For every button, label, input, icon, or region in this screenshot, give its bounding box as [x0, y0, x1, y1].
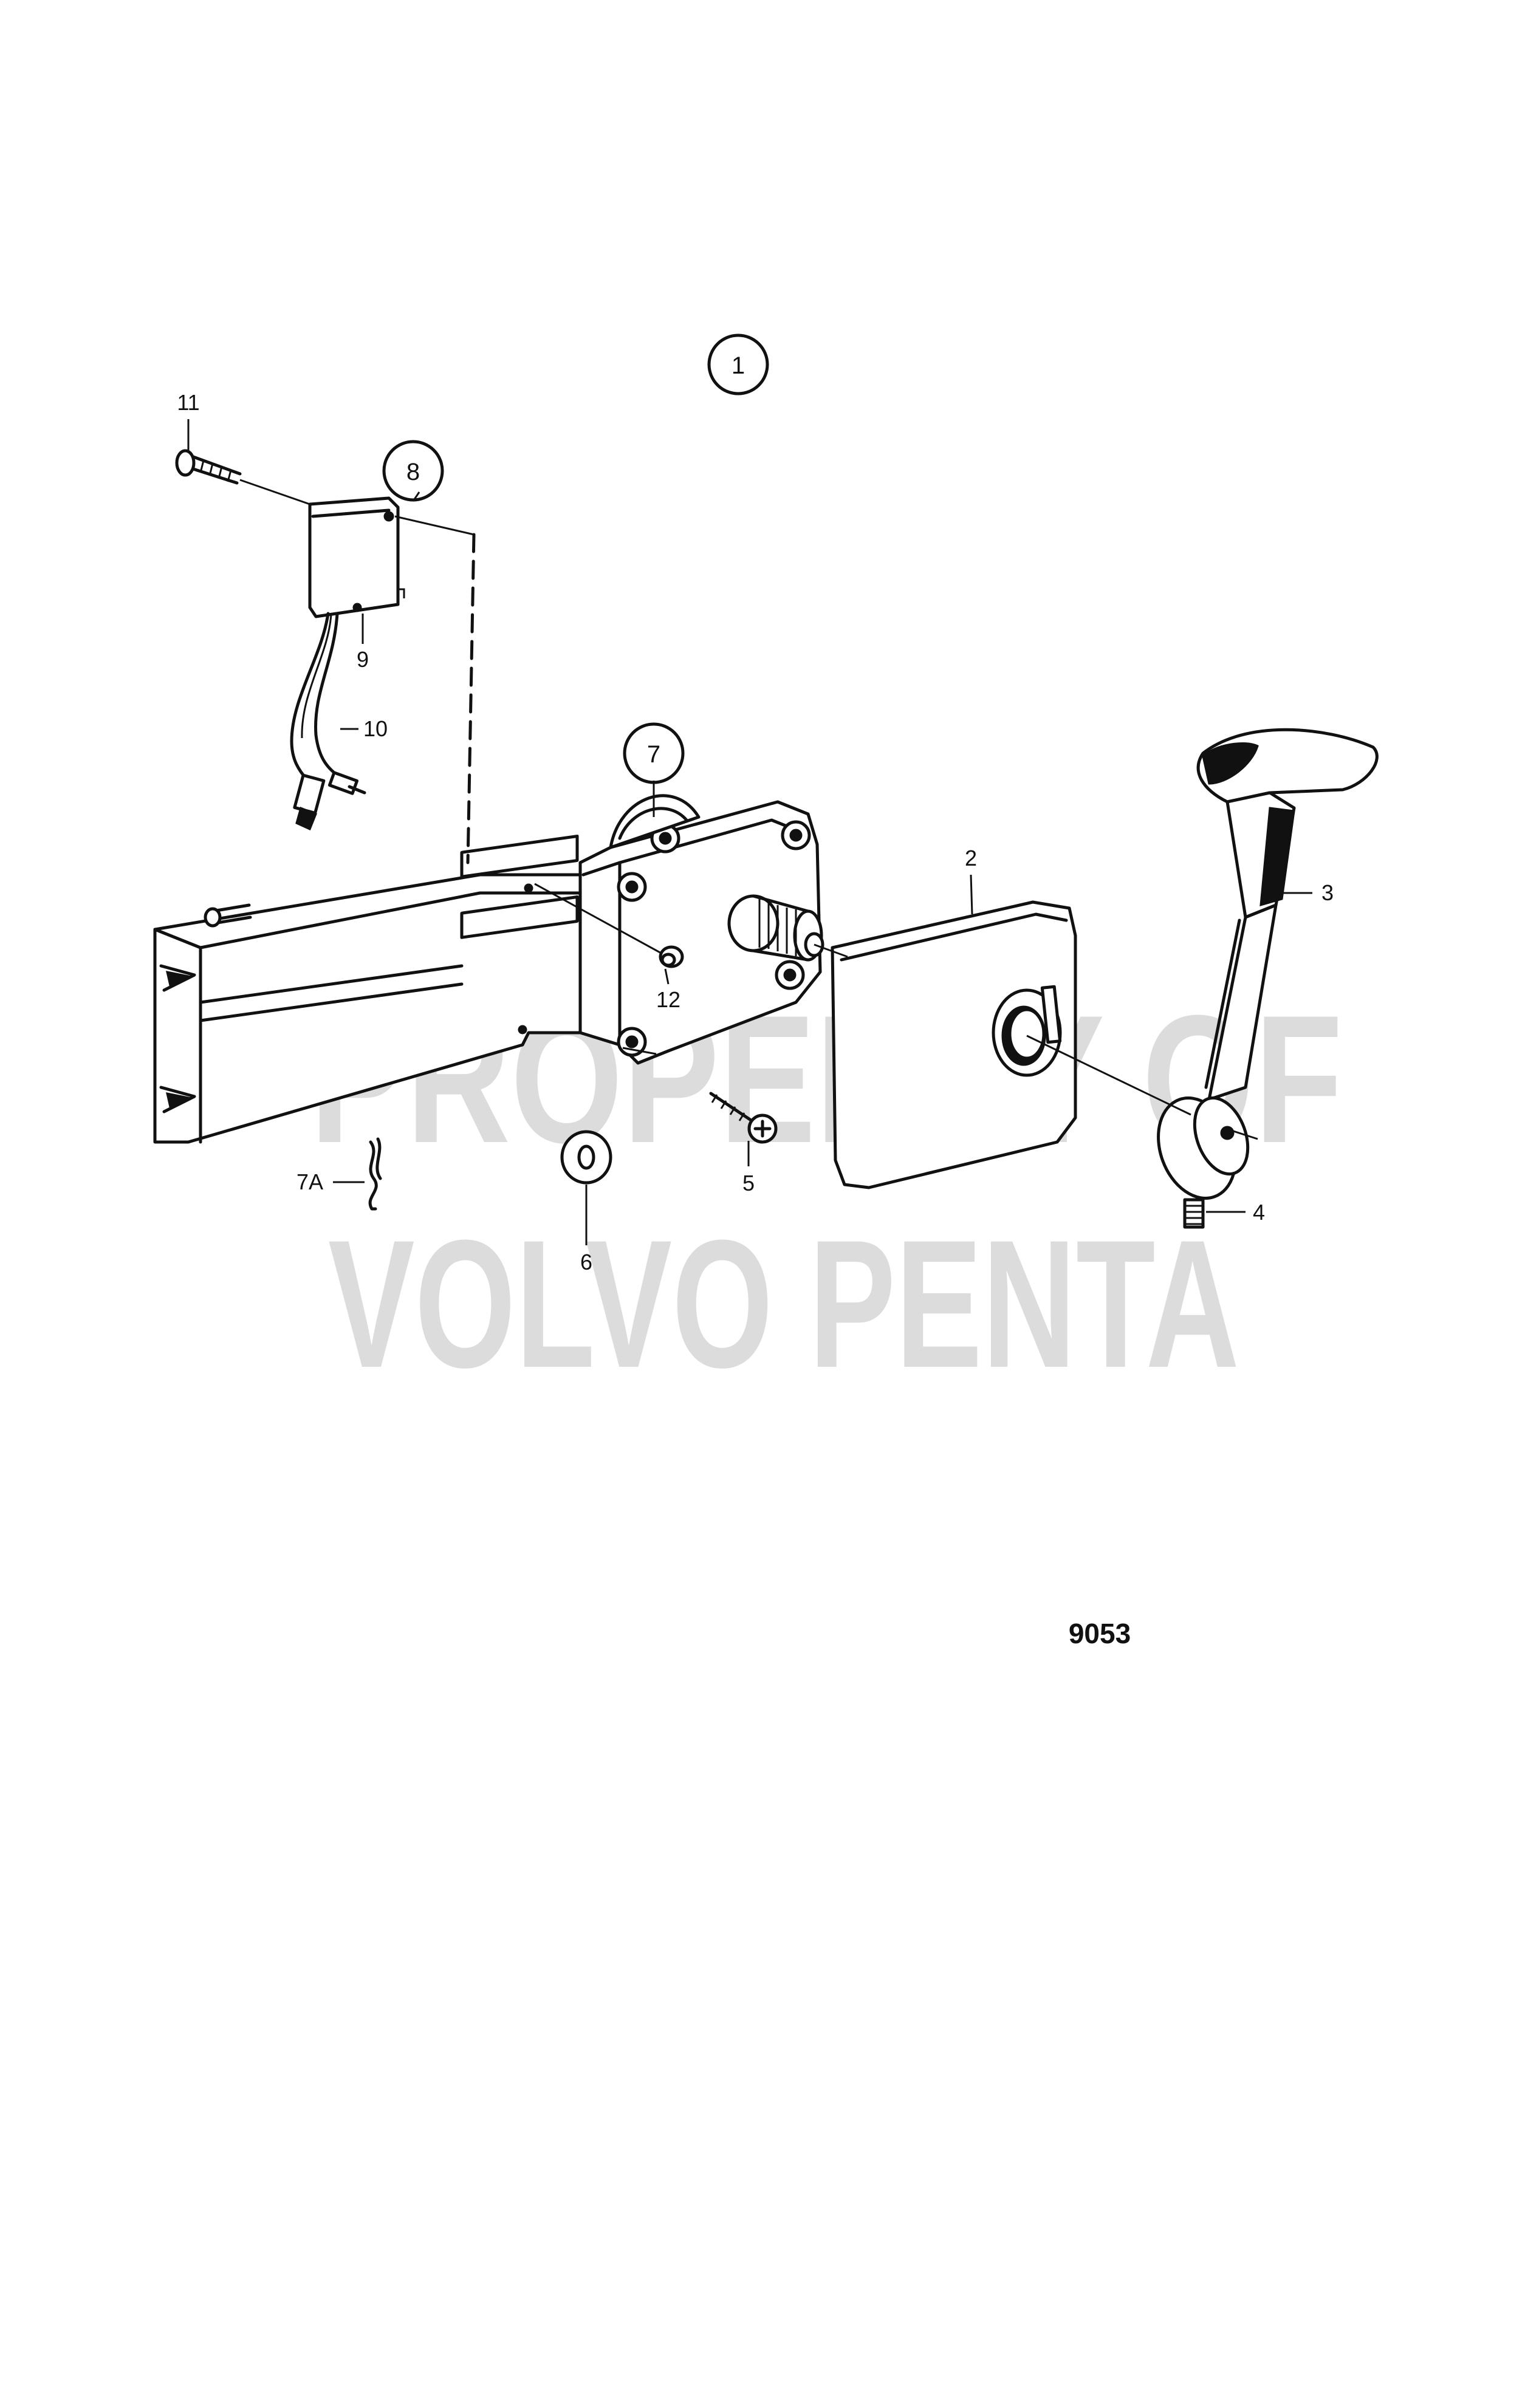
callout-label: 5 — [742, 1171, 755, 1195]
callout-1: 1 — [707, 333, 769, 395]
callout-label: 8 — [406, 459, 420, 485]
callout-7a: 7A — [296, 1169, 323, 1194]
callout-label: 1 — [732, 352, 745, 379]
assembly-lines — [187, 419, 1312, 1245]
callout-label: 7 — [647, 741, 660, 768]
callout-label: 10 — [363, 716, 388, 741]
callout-4: 4 — [1253, 1200, 1265, 1225]
callout-label: 4 — [1253, 1200, 1265, 1225]
figure-number: 9053 — [1069, 1618, 1131, 1649]
callout-label: 3 — [1321, 880, 1334, 905]
callouts: 1 2 3 4 5 6 7 7A 8 9 10 — [177, 333, 1334, 1274]
callout-label: 12 — [656, 987, 680, 1012]
callout-5: 5 — [742, 1171, 755, 1195]
washer — [560, 1130, 612, 1185]
callout-12: 12 — [656, 987, 680, 1012]
callout-label: 2 — [965, 846, 977, 871]
callout-9: 9 — [357, 647, 369, 672]
callout-6: 6 — [580, 1250, 592, 1274]
callout-label: 9 — [357, 647, 369, 672]
callout-label: 7A — [296, 1169, 323, 1194]
callout-label: 11 — [177, 390, 199, 415]
control-lever — [1157, 728, 1379, 1200]
callout-10: 10 — [363, 716, 388, 741]
callout-3: 3 — [1321, 880, 1334, 905]
callout-label: 6 — [580, 1250, 592, 1274]
switch-bolt — [175, 449, 242, 485]
watermark-line-2: VOLVO PENTA — [328, 1202, 1239, 1406]
cover-plate — [831, 900, 1077, 1189]
gear-wheel — [609, 794, 701, 849]
set-screw — [1183, 1198, 1205, 1229]
watermark: PROPERTY OF VOLVO PENTA — [310, 977, 1343, 1406]
switch-cable — [290, 612, 366, 831]
cotter-pin — [368, 1137, 382, 1211]
mounting-bracket — [153, 834, 582, 1144]
callout-8: 8 — [382, 440, 444, 502]
control-housing — [578, 800, 824, 1065]
screw — [709, 1092, 778, 1144]
callout-2: 2 — [965, 846, 977, 871]
callout-7: 7 — [623, 722, 685, 784]
nut — [659, 945, 684, 968]
neutral-switch — [308, 496, 405, 618]
callout-11: 11 — [177, 390, 199, 415]
